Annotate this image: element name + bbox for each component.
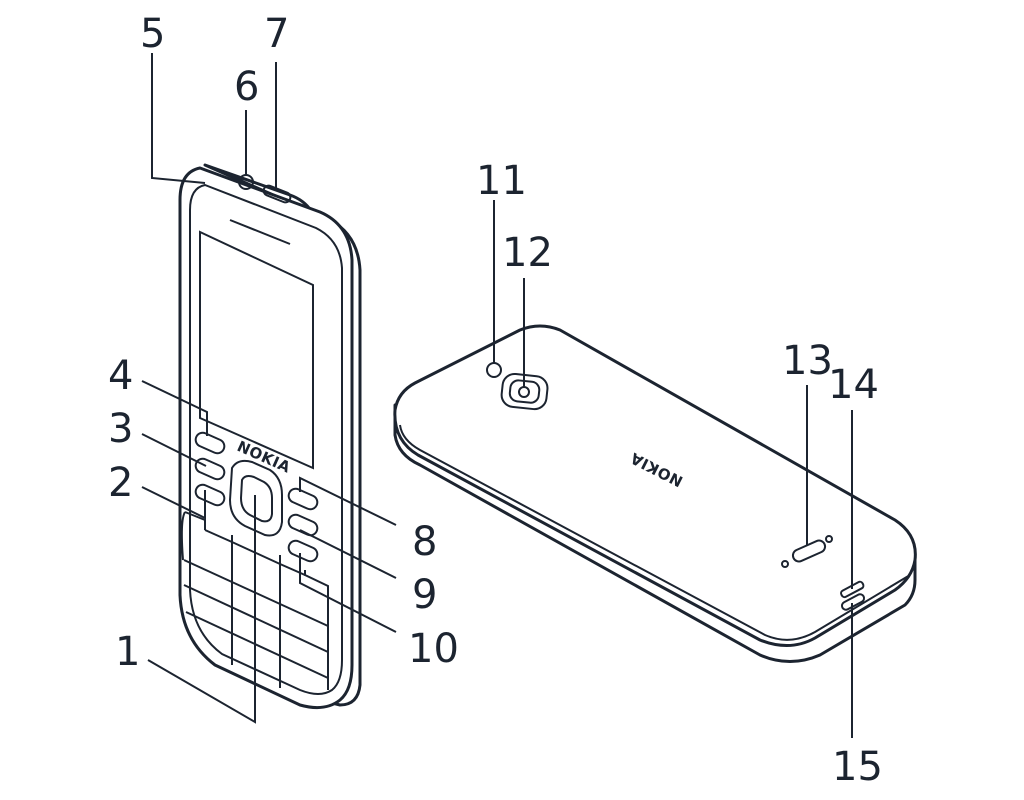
callout-labels: 1 2 3 4 5 6 7 8 9 10 11 12 13 14 15 bbox=[108, 11, 883, 790]
side-port-15 bbox=[840, 593, 866, 611]
callout-5: 5 bbox=[140, 11, 165, 57]
callout-1: 1 bbox=[115, 629, 140, 675]
callout-8: 8 bbox=[412, 519, 437, 565]
phone-front-view: NOKIA bbox=[178, 163, 362, 710]
callout-6: 6 bbox=[234, 64, 259, 110]
callout-14: 14 bbox=[828, 362, 879, 408]
key-4 bbox=[194, 431, 226, 455]
earpiece bbox=[229, 219, 291, 245]
callout-15: 15 bbox=[832, 744, 883, 790]
phone-back-face bbox=[393, 324, 917, 647]
callout-3: 3 bbox=[108, 406, 133, 452]
callout-10: 10 bbox=[408, 626, 459, 672]
camera-housing bbox=[500, 372, 549, 411]
callout-4: 4 bbox=[108, 353, 133, 399]
leader-lines bbox=[141, 53, 853, 738]
camera-ring bbox=[508, 379, 541, 404]
callout-2: 2 bbox=[108, 460, 133, 506]
key-2 bbox=[194, 483, 226, 507]
loudspeaker bbox=[791, 539, 827, 563]
callout-7: 7 bbox=[264, 11, 289, 57]
key-8 bbox=[287, 487, 319, 511]
callout-12: 12 bbox=[502, 230, 553, 276]
phone-back-edge bbox=[399, 424, 911, 641]
back-mic-right bbox=[825, 535, 833, 543]
callout-9: 9 bbox=[412, 572, 437, 618]
phone-front-face bbox=[178, 166, 354, 710]
side-port-14 bbox=[840, 580, 865, 599]
key-9 bbox=[287, 513, 319, 537]
display-screen bbox=[199, 230, 314, 470]
phone-front-bezel bbox=[189, 183, 343, 695]
nav-key-outer bbox=[228, 459, 283, 537]
back-mic-left bbox=[781, 560, 789, 568]
phone-back-view: NOKIA bbox=[393, 324, 917, 663]
charging-port bbox=[262, 184, 292, 204]
nav-key-inner bbox=[239, 475, 273, 523]
callout-11: 11 bbox=[476, 158, 527, 204]
callout-13: 13 bbox=[782, 338, 833, 384]
key-3 bbox=[194, 457, 226, 481]
